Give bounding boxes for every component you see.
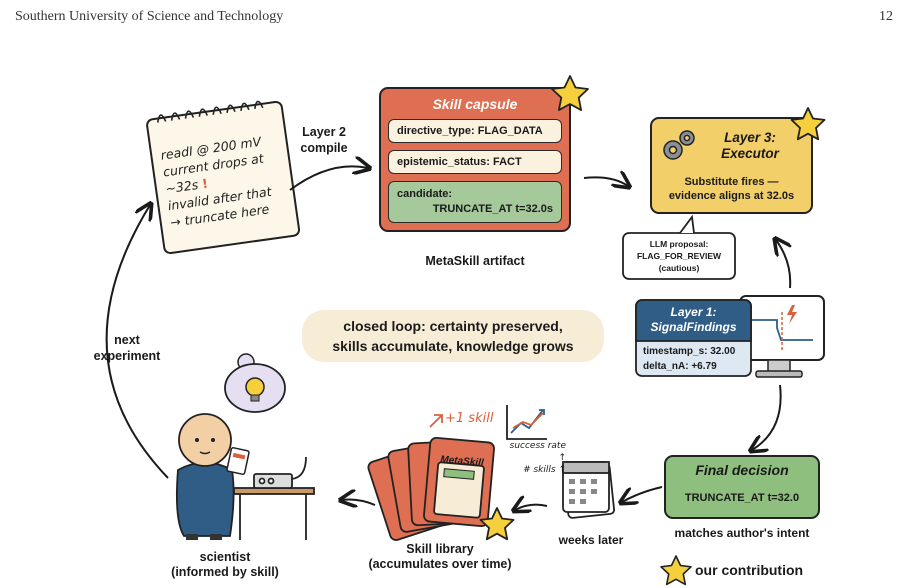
executor-body-line2: evidence aligns at 32.0s <box>668 190 795 202</box>
llm-line3: (cautious) <box>658 263 700 273</box>
signal-title-line1: Layer 1: <box>670 305 717 319</box>
notebook-icon <box>146 100 301 255</box>
signal-title: Layer 1: SignalFindings <box>636 305 751 335</box>
closed-loop-text: closed loop: certainty preserved, skills… <box>302 316 604 356</box>
header-page-number: 12 <box>879 9 893 24</box>
signal-findings-card <box>635 299 752 377</box>
final-value: TRUNCATE_AT t=32.0 <box>684 492 800 504</box>
capsule-caption: MetaSkill artifact <box>425 254 525 268</box>
next-experiment-label: next experiment <box>82 332 172 364</box>
library-caption: Skill library (accumulates over time) <box>365 542 515 572</box>
arrow-calendar-to-library <box>515 505 548 510</box>
executor-body-line1: Substitute fires — <box>684 176 779 188</box>
calendar-icon <box>562 461 615 519</box>
llm-line2: FLAG_FOR_REVIEW <box>636 251 722 261</box>
final-title: Final decision <box>695 462 789 478</box>
weeks-later-label: weeks later <box>558 533 624 547</box>
arrow-library-to-scientist <box>342 500 376 505</box>
executor-title: Layer 3: Executor <box>700 130 800 162</box>
plus-skill-arrow-icon <box>429 414 443 428</box>
growth-chart-icon <box>506 405 547 440</box>
executor-title-line2: Executor <box>721 146 779 161</box>
exclamation-icon: ! <box>201 175 209 192</box>
scientist-caption-line1: scientist <box>199 550 251 564</box>
scientist-caption: scientist (informed by skill) <box>160 550 290 580</box>
layer2-label: Layer 2 compile <box>294 124 354 156</box>
arrow-signal-to-final <box>752 384 782 450</box>
llm-proposal-bubble <box>622 214 736 280</box>
legend-star-icon <box>660 555 692 586</box>
executor-title-line1: Layer 3: <box>724 130 776 145</box>
growth-chart-labels: success rate ↑ # skills ↑ <box>506 440 566 476</box>
candidate-label: candidate: <box>397 188 453 200</box>
capsule-title: Skill capsule <box>432 96 518 112</box>
success-rate-label: success rate ↑ <box>509 441 566 463</box>
arrow-scientist-to-notebook <box>105 205 169 479</box>
scientist-figure <box>175 353 286 540</box>
library-star-icon <box>479 507 515 541</box>
executor-body: Substitute fires — evidence aligns at 32… <box>651 175 812 203</box>
arrow-signal-to-executor <box>776 240 790 289</box>
signal-delta: delta_nA: +6.79 <box>643 361 717 372</box>
signal-fields: timestamp_s: 32.00 delta_nA: +6.79 <box>643 344 749 374</box>
final-decision-card <box>664 455 820 519</box>
lab-table-icon <box>233 456 315 540</box>
next-experiment-line1: next <box>114 333 140 347</box>
arrow-final-to-calendar <box>622 486 663 502</box>
library-caption-line1: Skill library <box>406 542 474 556</box>
legend-label: our contribution <box>695 562 804 578</box>
executor-star-icon <box>790 107 826 141</box>
next-experiment-line2: experiment <box>93 349 161 363</box>
capsule-candidate-field: candidate: TRUNCATE_AT t=32.0s <box>388 181 562 223</box>
scientist-caption-line2: (informed by skill) <box>171 565 279 579</box>
final-caption: matches author's intent <box>674 526 810 540</box>
monitor-icon <box>739 295 825 378</box>
llm-proposal-text: LLM proposal: FLAG_FOR_REVIEW (cautious) <box>623 238 735 274</box>
capsule-star-icon <box>551 75 589 111</box>
closed-loop-line2: skills accumulate, knowledge grows <box>332 338 574 354</box>
layer2-line2: compile <box>300 141 348 155</box>
closed-loop-banner <box>302 310 604 362</box>
layer2-line1: Layer 2 <box>302 125 346 139</box>
signal-title-line2: SignalFindings <box>650 320 737 334</box>
arrow-capsule-to-executor <box>583 177 628 186</box>
signal-timestamp: timestamp_s: 32.00 <box>643 346 736 357</box>
capsule-directive-field: directive_type: FLAG_DATA <box>388 119 562 143</box>
gears-icon <box>663 130 695 160</box>
num-skills-label: # skills ↑ <box>523 465 566 475</box>
header-institution: Southern University of Science and Techn… <box>15 9 284 24</box>
plus-skill-label: +1 skill <box>445 411 494 426</box>
candidate-value: TRUNCATE_AT t=32.0s <box>432 203 553 215</box>
capsule-epistemic-field: epistemic_status: FACT <box>388 150 562 174</box>
library-caption-line2: (accumulates over time) <box>368 557 512 571</box>
llm-line1: LLM proposal: <box>649 239 709 249</box>
notebook-note: readI @ 200 mV current drops at ~32s ! i… <box>160 129 299 231</box>
closed-loop-line1: closed loop: certainty preserved, <box>343 318 563 334</box>
arrow-notebook-to-capsule <box>289 166 368 191</box>
skill-library-cards <box>367 436 495 541</box>
